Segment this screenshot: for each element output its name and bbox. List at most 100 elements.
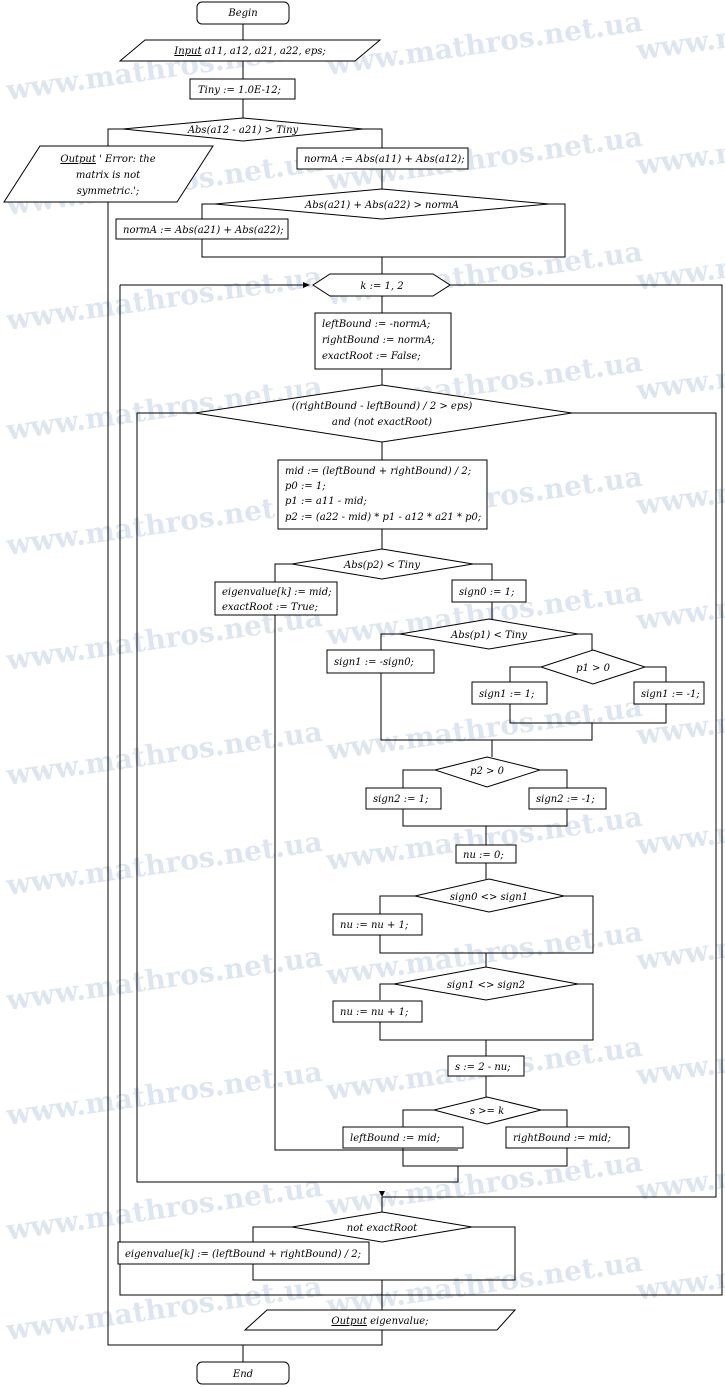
watermark-text: www.mathros.net.ua <box>633 105 725 182</box>
output-error-line-3: symmetric.'; <box>77 186 140 197</box>
p1-tiny-decision: Abs(p1) < Tiny <box>399 618 579 650</box>
left-mid-text: leftBound := mid; <box>350 1133 440 1144</box>
output-error-line-2: matrix is not <box>76 170 141 181</box>
p2-pos-decision: p2 > 0 <box>433 756 542 788</box>
while-decision: ((rightBound - leftBound) / 2 > eps) and… <box>194 384 573 443</box>
watermark-text: www.mathros.net.ua <box>323 800 644 877</box>
eigen-exact-line-2: exactRoot := True; <box>222 602 318 613</box>
nu-inc-2-text: nu := nu + 1; <box>340 1007 408 1018</box>
while-condition-line-2: and (not exactRoot) <box>332 417 432 428</box>
sign1-sign2-decision: sign1 <> sign2 <box>393 966 579 1001</box>
output-keyword: Output <box>331 1316 367 1327</box>
watermark-text: www.mathros.net.ua <box>3 825 324 902</box>
sign1-plus-text: sign1 := 1; <box>479 689 534 700</box>
sign2-minus-text: sign2 := -1; <box>536 794 595 805</box>
watermark-text: www.mathros.net.ua <box>3 260 324 337</box>
end-label: End <box>232 1369 253 1380</box>
output-error-line-1: ' Error: the <box>99 154 156 165</box>
nu-zero-node: nu := 0; <box>455 844 517 864</box>
tiny-assign-node: Tiny := 1.0E-12; <box>189 78 296 100</box>
sign0-sign1-decision: sign0 <> sign1 <box>414 878 565 913</box>
watermark-text: www.mathros.net.ua <box>3 1170 324 1247</box>
svg-text:Output ' Error: the: Output ' Error: the <box>60 154 155 165</box>
p2-tiny-condition: Abs(p2) < Tiny <box>343 560 420 571</box>
begin-label: Begin <box>227 8 257 19</box>
right-mid-node: rightBound := mid; <box>505 1126 630 1149</box>
output-node: Output eigenvalue; <box>243 1309 517 1331</box>
begin-terminal: Begin <box>196 1 290 25</box>
p1-pos-condition: p1 > 0 <box>576 663 611 674</box>
watermark-text: www.mathros.net.ua <box>3 1270 324 1347</box>
watermark-text: www.mathros.net.ua <box>633 900 725 977</box>
calc-node: mid := (leftBound + rightBound) / 2; p0 … <box>277 459 488 530</box>
norma-assign-1-text: normA := Abs(a11) + Abs(a12); <box>304 154 465 165</box>
sign1-minus-text: sign1 := -1; <box>641 689 700 700</box>
p2-tiny-decision: Abs(p2) < Tiny <box>291 548 474 580</box>
s-k-condition: s >= k <box>470 1106 504 1117</box>
norma-condition: Abs(a21) + Abs(a22) > normA <box>304 200 459 211</box>
not-exact-condition: not exactRoot <box>347 1223 418 1234</box>
loop-k-text: k := 1, 2 <box>360 281 403 292</box>
input-vars: a11, a12, a21, a22, eps; <box>205 46 326 57</box>
tiny-assign-text: Tiny := 1.0E-12; <box>198 85 281 96</box>
init-line-2: rightBound := normA; <box>322 335 435 346</box>
norma-assign-2-text: normA := Abs(a21) + Abs(a22); <box>123 225 284 236</box>
output-error-keyword: Output <box>60 154 96 165</box>
init-line-3: exactRoot := False; <box>322 351 421 362</box>
watermark-text: www.mathros.net.ua <box>633 0 725 67</box>
nu-inc-1-node: nu := nu + 1; <box>332 913 423 936</box>
right-mid-text: rightBound := mid; <box>513 1133 611 1144</box>
norma-decision: Abs(a21) + Abs(a22) > normA <box>214 188 550 220</box>
watermark-text: www.mathros.net.ua <box>633 560 725 637</box>
sign2-plus-text: sign2 := 1; <box>373 794 428 805</box>
p1-tiny-condition: Abs(p1) < Tiny <box>450 630 527 641</box>
nu-zero-text: nu := 0; <box>463 850 504 861</box>
watermark-text: www.mathros.net.ua <box>3 940 324 1017</box>
sign0-sign1-condition: sign0 <> sign1 <box>450 892 528 903</box>
calc-line-3: p1 := a11 - mid; <box>285 496 367 507</box>
sign1-neg-text: sign1 := -sign0; <box>334 657 414 668</box>
sign0-text: sign0 := 1; <box>459 587 514 598</box>
sign2-plus-node: sign2 := 1; <box>365 787 442 810</box>
p2-pos-condition: p2 > 0 <box>470 766 505 777</box>
calc-line-1: mid := (leftBound + rightBound) / 2; <box>285 466 471 477</box>
norma-assign-1-node: normA := Abs(a11) + Abs(a12); <box>296 147 469 170</box>
end-terminal: End <box>196 1361 290 1385</box>
sign1-plus-node: sign1 := 1; <box>471 681 548 705</box>
eigen-exact-line-1: eigenvalue[k] := mid; <box>222 587 331 598</box>
watermark-text: www.mathros.net.ua <box>633 785 725 862</box>
nu-inc-1-text: nu := nu + 1; <box>340 920 408 931</box>
sign1-sign2-condition: sign1 <> sign2 <box>447 980 525 991</box>
watermark-text: www.mathros.net.ua <box>3 1055 324 1132</box>
svg-text:Output eigenvalue;: Output eigenvalue; <box>331 1316 428 1327</box>
connector-lines <box>107 24 723 1362</box>
watermark-text: www.mathros.net.ua <box>633 1130 725 1207</box>
watermark-text: www.mathros.net.ua <box>3 485 324 562</box>
calc-line-2: p0 := 1; <box>285 481 326 492</box>
eigen-avg-text: eigenvalue[k] := (leftBound + rightBound… <box>125 1249 361 1260</box>
eigen-exact-node: eigenvalue[k] := mid; exactRoot := True; <box>214 581 338 616</box>
watermark-text: www.mathros.net.ua <box>633 1015 725 1092</box>
sign2-minus-node: sign2 := -1; <box>528 787 607 810</box>
watermark-text: www.mathros.net.ua <box>633 330 725 407</box>
watermark-text: www.mathros.net.ua <box>633 445 725 522</box>
nu-inc-2-node: nu := nu + 1; <box>332 1000 423 1023</box>
not-exact-decision: not exactRoot <box>291 1211 473 1243</box>
input-keyword: Input <box>173 46 202 57</box>
arrowheads <box>303 282 385 1197</box>
symmetry-decision: Abs(a12 - a21) > Tiny <box>122 117 364 142</box>
left-mid-node: leftBound := mid; <box>342 1126 464 1149</box>
s-assign-node: s := 2 - nu; <box>447 1055 525 1077</box>
while-condition-line-1: ((rightBound - leftBound) / 2 > eps) <box>292 401 473 412</box>
norma-assign-2-node: normA := Abs(a21) + Abs(a22); <box>115 218 289 240</box>
eigen-avg-node: eigenvalue[k] := (leftBound + rightBound… <box>117 1241 370 1265</box>
init-line-1: leftBound := -normA; <box>322 319 430 330</box>
svg-text:Input a11, a12, a21, a22: Input a11, a12, a21, a22, eps; <box>173 46 325 57</box>
symmetry-condition: Abs(a12 - a21) > Tiny <box>187 125 299 136</box>
input-node: Input a11, a12, a21, a22, eps; <box>118 39 382 62</box>
watermark-text: www.mathros.net.ua <box>323 1145 644 1222</box>
sign1-minus-node: sign1 := -1; <box>633 681 705 705</box>
p1-pos-decision: p1 > 0 <box>539 649 647 685</box>
s-assign-text: s := 2 - nu; <box>455 1062 511 1073</box>
